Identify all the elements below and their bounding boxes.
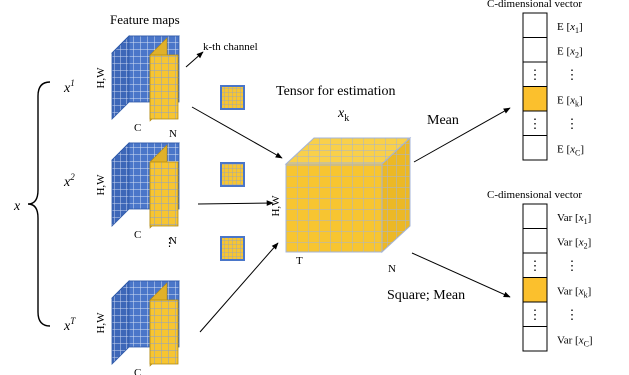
input-brace bbox=[27, 81, 51, 327]
cube-channel-slice bbox=[149, 54, 179, 120]
mean-vector-cell-4 bbox=[522, 86, 548, 112]
mean-vector-cell-dots: ⋮ bbox=[529, 116, 542, 131]
tensor-side-face bbox=[381, 136, 411, 254]
tensor-front-face bbox=[285, 163, 383, 253]
var-vector-label-2: Var [x2] bbox=[557, 237, 591, 251]
arrow-xt-to-tensor bbox=[199, 242, 279, 333]
dim-label-n: N bbox=[169, 128, 177, 140]
input-x-2: x2 bbox=[63, 172, 75, 190]
mean-vector-label-1: E [x1] bbox=[557, 21, 583, 35]
tensor-dim-hw: H,W bbox=[270, 195, 282, 217]
mean-vector-cell-dots: ⋮ bbox=[529, 67, 542, 82]
var-vector-title: C-dimensional vector bbox=[487, 189, 582, 201]
cube-channel-slice bbox=[149, 161, 179, 227]
kth-channel-label: k-th channel bbox=[203, 41, 258, 53]
dim-label-hw: H,W bbox=[95, 67, 107, 89]
dim-label-c: C bbox=[134, 367, 141, 375]
var-vector-label-dots: ⋮ bbox=[566, 258, 579, 273]
feature-map-cube-1 bbox=[111, 35, 180, 122]
cube-side-face bbox=[111, 280, 130, 365]
var-vector-cell-1 bbox=[522, 203, 548, 229]
var-vector-cell-dots: ⋮ bbox=[529, 258, 542, 273]
square-mean-label: Square; Mean bbox=[387, 288, 465, 303]
dim-label-hw: H,W bbox=[95, 174, 107, 196]
var-vector-cell-6 bbox=[522, 326, 548, 352]
arrow-square-mean bbox=[411, 252, 511, 298]
var-vector-cell-dots: ⋮ bbox=[529, 307, 542, 322]
arrow-x2-to-tensor bbox=[197, 200, 274, 206]
feature-maps-label: Feature maps bbox=[110, 12, 180, 27]
dim-label-hw: H,W bbox=[95, 312, 107, 334]
slice-square-2 bbox=[220, 162, 245, 187]
var-vector-label-1: Var [x1] bbox=[557, 212, 591, 226]
mean-vector-label-dots: ⋮ bbox=[566, 116, 579, 131]
mean-vector-cell-2 bbox=[522, 37, 548, 63]
dim-label-c: C bbox=[134, 122, 141, 134]
mean-vector-cell-1 bbox=[522, 12, 548, 38]
input-x-3: xT bbox=[63, 316, 76, 334]
tensor-title: Tensor for estimation bbox=[276, 84, 396, 99]
slice-square-1 bbox=[220, 85, 245, 110]
dim-label-c: C bbox=[134, 229, 141, 241]
tensor-dim-t: T bbox=[296, 255, 303, 267]
mean-vector-label-6: E [xC] bbox=[557, 144, 584, 158]
dim-label-n: N bbox=[169, 235, 177, 247]
var-vector-cell-4 bbox=[522, 277, 548, 303]
mean-vector-label-4: E [xk] bbox=[557, 95, 583, 109]
slice-square-3 bbox=[220, 236, 245, 261]
var-vector-cell-2 bbox=[522, 228, 548, 254]
input-x-label: x bbox=[13, 199, 21, 214]
mean-vector-cell-3 bbox=[522, 61, 548, 87]
cube-channel-slice bbox=[149, 299, 179, 365]
var-vector-label-dots: ⋮ bbox=[566, 307, 579, 322]
mean-vector-title: C-dimensional vector bbox=[487, 0, 582, 10]
kth-channel-arrow bbox=[185, 51, 204, 68]
input-ellipsis: ⋮ bbox=[164, 237, 175, 249]
var-vector-cell-3 bbox=[522, 252, 548, 278]
tensor-symbol: xk bbox=[337, 106, 349, 124]
feature-map-cube-3 bbox=[111, 280, 180, 367]
cube-side-face bbox=[111, 35, 130, 120]
var-vector-cell-5 bbox=[522, 301, 548, 327]
input-x-1: x1 bbox=[63, 78, 75, 96]
mean-vector-label-dots: ⋮ bbox=[566, 67, 579, 82]
var-vector-label-6: Var [xC] bbox=[557, 335, 593, 349]
var-vector-label-4: Var [xk] bbox=[557, 286, 591, 300]
mean-label: Mean bbox=[427, 113, 459, 128]
arrow-mean bbox=[413, 107, 511, 163]
feature-map-cube-2 bbox=[111, 142, 180, 229]
mean-vector-label-2: E [x2] bbox=[557, 46, 583, 60]
dim-label-n: N bbox=[169, 373, 177, 375]
arrow-x1-to-tensor bbox=[191, 106, 283, 159]
cube-side-face bbox=[111, 142, 130, 227]
tensor-dim-n: N bbox=[388, 263, 396, 275]
mean-vector-cell-6 bbox=[522, 135, 548, 161]
